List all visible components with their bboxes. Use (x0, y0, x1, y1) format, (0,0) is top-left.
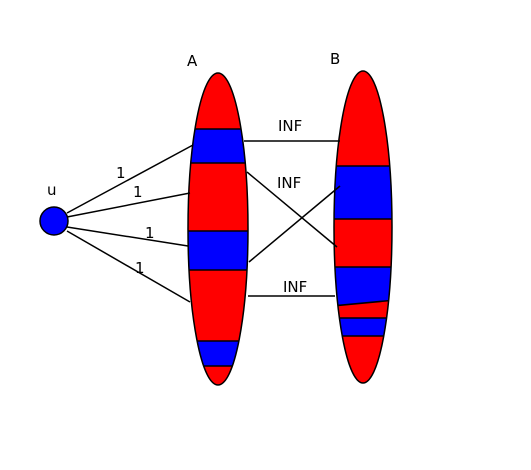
edge-weight-label: 1 (135, 259, 145, 277)
inf-label: INF (277, 174, 301, 192)
node-u (39, 206, 69, 236)
inf-label: INF (278, 117, 302, 135)
set-a-label: A (187, 52, 198, 70)
set-a-red-segment (188, 73, 248, 385)
edge-u-a-3 (66, 226, 189, 247)
set-b-ellipse (333, 70, 393, 384)
set-b-blue-segment-3 (334, 318, 392, 336)
set-a-blue-segment-2 (188, 231, 248, 270)
set-b-blue-segment-2 (334, 267, 392, 306)
edge-u-a-2 (66, 192, 191, 218)
set-a-blue-segment-1 (188, 129, 248, 163)
set-a-outline (187, 72, 249, 386)
edge-u-a-1 (66, 144, 194, 214)
set-b-red-segment (334, 71, 392, 383)
node-u-label: u (47, 181, 57, 199)
edge-u-a-4 (66, 230, 191, 303)
inf-edge-cross-up (248, 185, 341, 263)
set-a-blue-segment-3 (188, 341, 248, 366)
inf-edge-cross-down (246, 171, 338, 248)
edge-weight-label: 1 (133, 183, 143, 201)
edge-weight-label: 1 (116, 164, 126, 182)
set-b-label: B (330, 50, 340, 68)
set-b-outline (333, 70, 393, 384)
set-a-ellipse (187, 72, 249, 386)
inf-label: INF (283, 278, 307, 296)
edge-weight-label: 1 (145, 224, 155, 242)
set-b-blue-segment-1 (334, 166, 392, 219)
